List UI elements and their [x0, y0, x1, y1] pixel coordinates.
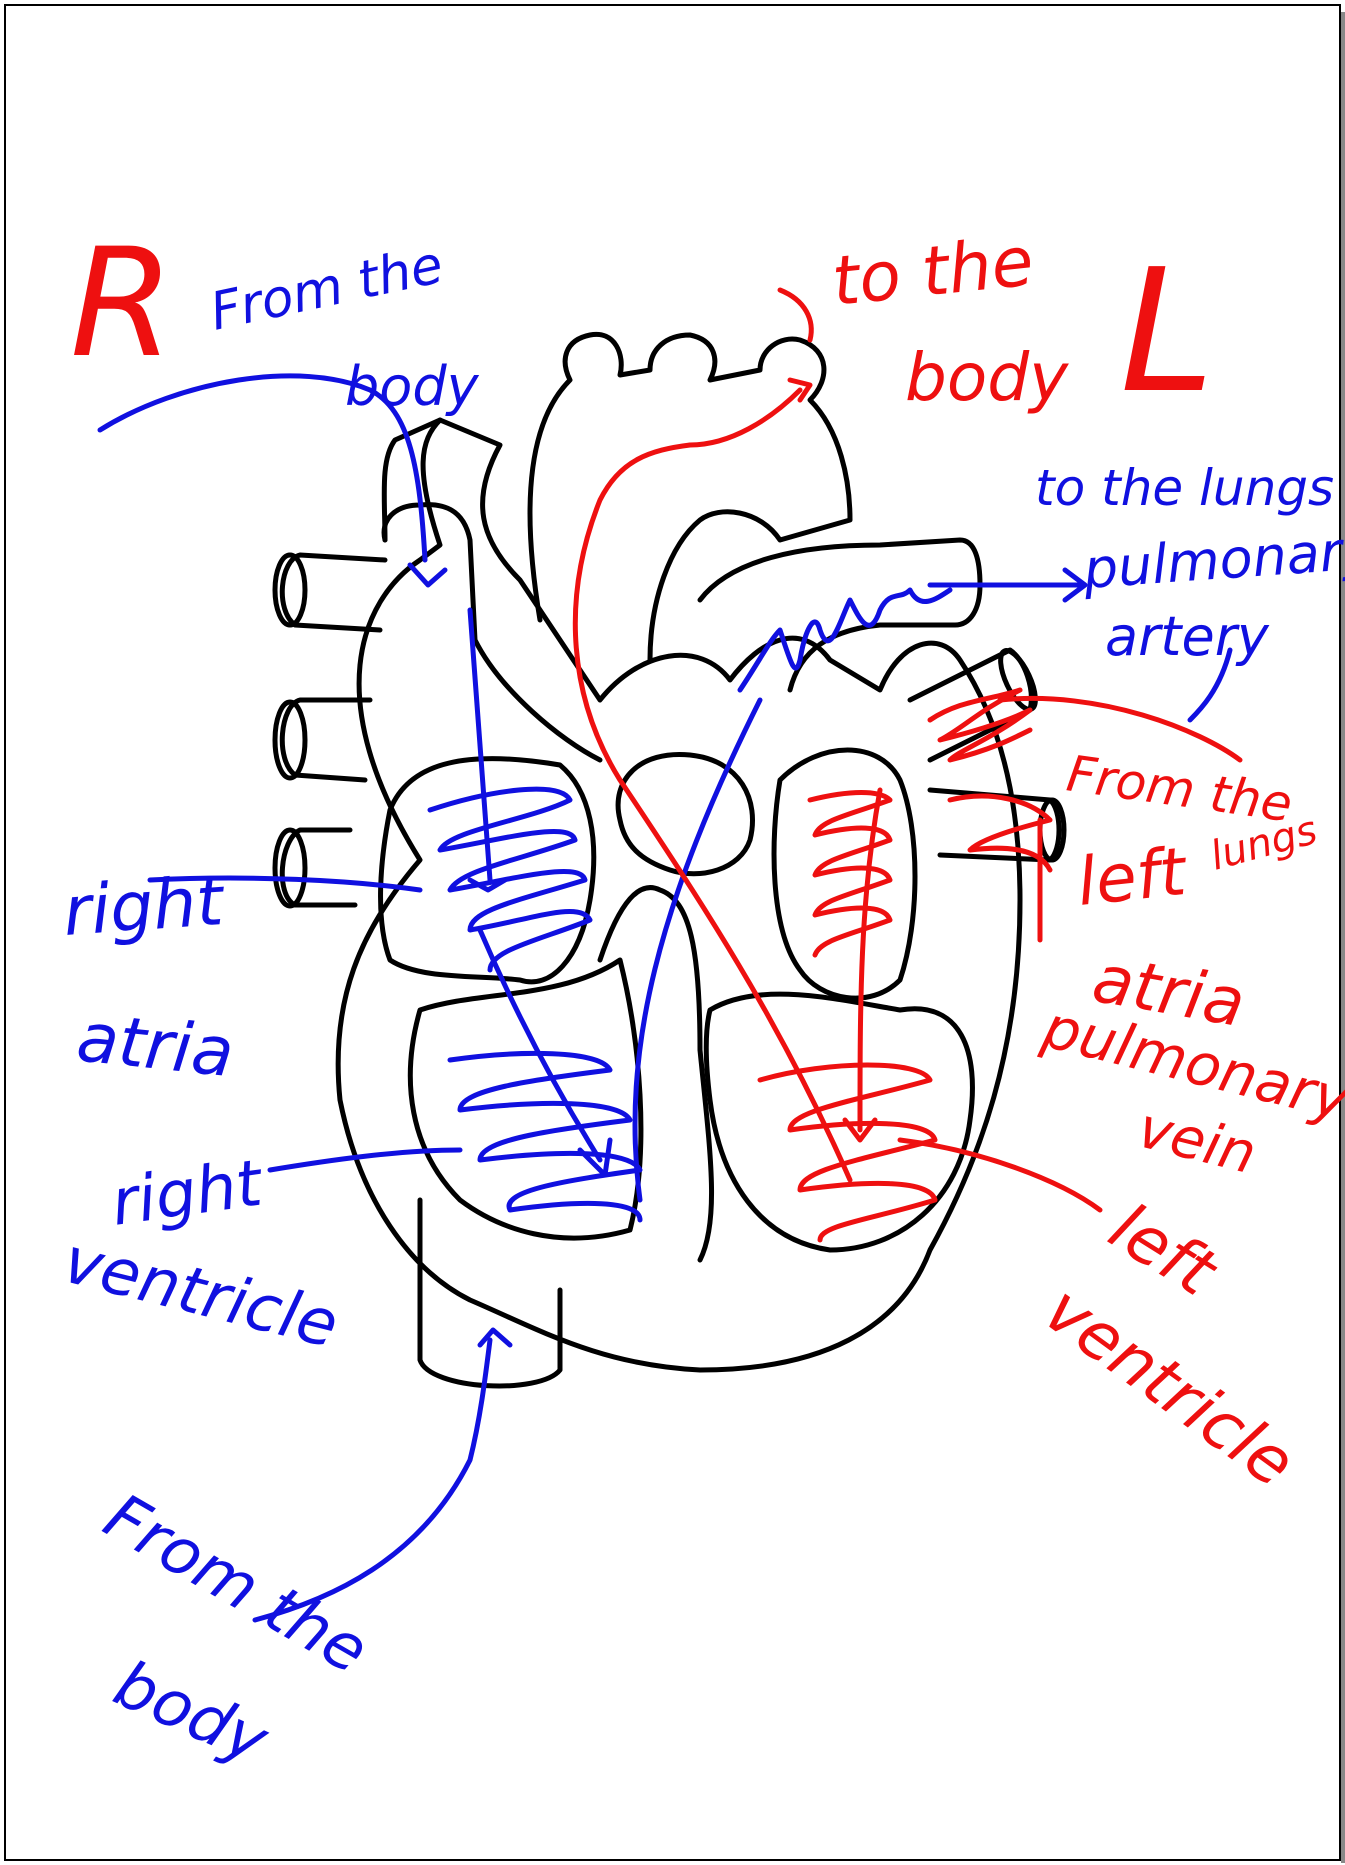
- label-side-right: R: [70, 217, 174, 391]
- label-to-lungs: to the lungs: [1035, 459, 1334, 517]
- right-atrium-scribble: [430, 789, 590, 970]
- right-vessel-bottom-outline: [282, 830, 355, 905]
- label-right-atria-line1: right: [61, 862, 228, 952]
- pulmonary-artery-scribble: [740, 590, 950, 690]
- label-left-atria-line1: left: [1074, 833, 1192, 921]
- label-from-body-top-line2: body: [345, 355, 480, 418]
- left-ventricle-scribble: [760, 1065, 935, 1240]
- label-from-body-top-line1: From the: [205, 235, 448, 343]
- blue-path-to-pulmonary-artery: [635, 700, 760, 1200]
- label-side-left: L: [1120, 233, 1215, 431]
- label-to-body-line2: body: [905, 339, 1069, 416]
- right-vessel-middle-outline: [282, 700, 370, 780]
- label-from-body-bottom-line2: body: [103, 1647, 279, 1779]
- label-right-ventricle-line2: ventricle: [56, 1224, 345, 1363]
- label-left-ventricle-line2: ventricle: [1031, 1271, 1309, 1503]
- label-right-atria-line2: atria: [73, 998, 237, 1093]
- label-left-ventricle-line1: left: [1097, 1188, 1231, 1312]
- label-pulmonary-artery-line1: pulmonary: [1081, 518, 1345, 601]
- left-ventricle-outline: [706, 994, 972, 1250]
- red-path-left-atrium-to-ventricle: [860, 790, 880, 1130]
- label-right-ventricle-line1: right: [107, 1146, 269, 1241]
- right-ventricle-outline: [410, 960, 641, 1238]
- heart-outline: [275, 334, 1064, 1386]
- left-atrium-outline: [774, 750, 915, 998]
- aortic-valve-outline: [618, 754, 752, 873]
- label-to-body-line1: to the: [829, 222, 1038, 322]
- label-pulmonary-artery-line2: artery: [1105, 605, 1270, 668]
- right-ventricle-scribble: [450, 1053, 640, 1220]
